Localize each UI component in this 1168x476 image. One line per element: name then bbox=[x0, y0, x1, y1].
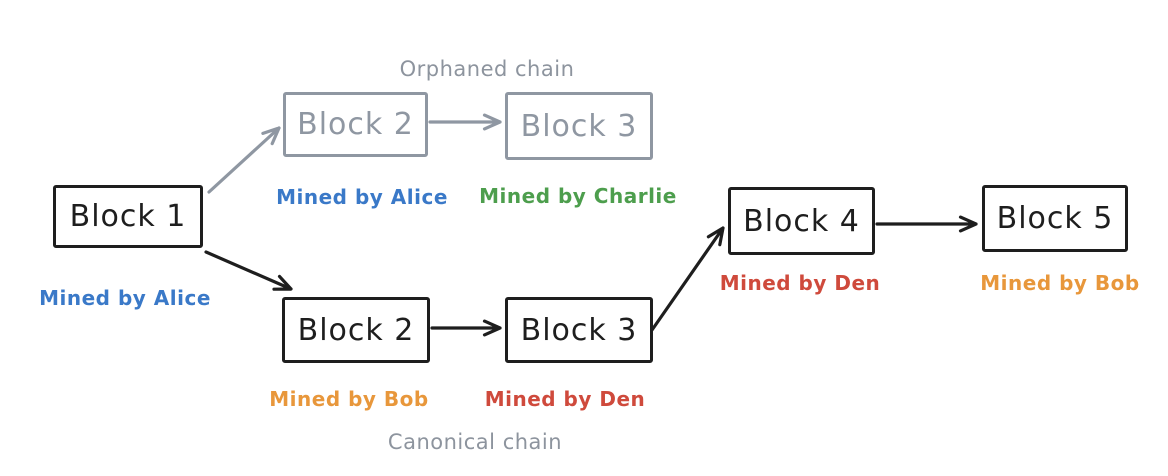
block-4: Block 4 bbox=[728, 187, 875, 255]
block-5-label: Block 5 bbox=[996, 201, 1114, 236]
block-5: Block 5 bbox=[982, 185, 1128, 252]
block-2-orphaned: Block 2 bbox=[283, 92, 428, 157]
block-2-canonical: Block 2 bbox=[282, 297, 430, 363]
block-3-orphaned-label: Block 3 bbox=[520, 108, 638, 144]
block-3-canonical: Block 3 bbox=[505, 297, 653, 363]
block-3-orphaned: Block 3 bbox=[505, 92, 653, 160]
orphaned-chain-label: Orphaned chain bbox=[399, 57, 575, 81]
arrow-block1-to-block2-orphaned bbox=[207, 126, 281, 194]
block-3-orphaned-miner-label: Mined by Charlie bbox=[479, 184, 677, 208]
arrow-block2-to-block3-orphaned bbox=[428, 113, 502, 131]
block-1-miner-label: Mined by Alice bbox=[39, 286, 211, 310]
block-5-miner-label: Mined by Bob bbox=[980, 271, 1140, 295]
block-2-orphaned-miner-label: Mined by Alice bbox=[276, 185, 448, 209]
block-4-miner-label: Mined by Den bbox=[719, 271, 881, 295]
block-2-orphaned-label: Block 2 bbox=[297, 107, 414, 142]
canonical-chain-label: Canonical chain bbox=[387, 430, 563, 454]
block-2-canonical-miner-label: Mined by Bob bbox=[269, 387, 429, 411]
block-1: Block 1 bbox=[53, 185, 203, 248]
block-2-canonical-label: Block 2 bbox=[297, 312, 415, 348]
arrow-block3-to-block4 bbox=[650, 226, 725, 332]
block-3-canonical-miner-label: Mined by Den bbox=[484, 387, 646, 411]
arrow-block2-to-block3-canonical bbox=[430, 319, 502, 337]
block-4-label: Block 4 bbox=[743, 203, 860, 239]
block-1-label: Block 1 bbox=[69, 199, 187, 234]
arrow-block4-to-block5 bbox=[875, 215, 978, 233]
arrow-block1-to-block2-canonical bbox=[204, 250, 293, 291]
block-3-canonical-label: Block 3 bbox=[520, 312, 638, 348]
